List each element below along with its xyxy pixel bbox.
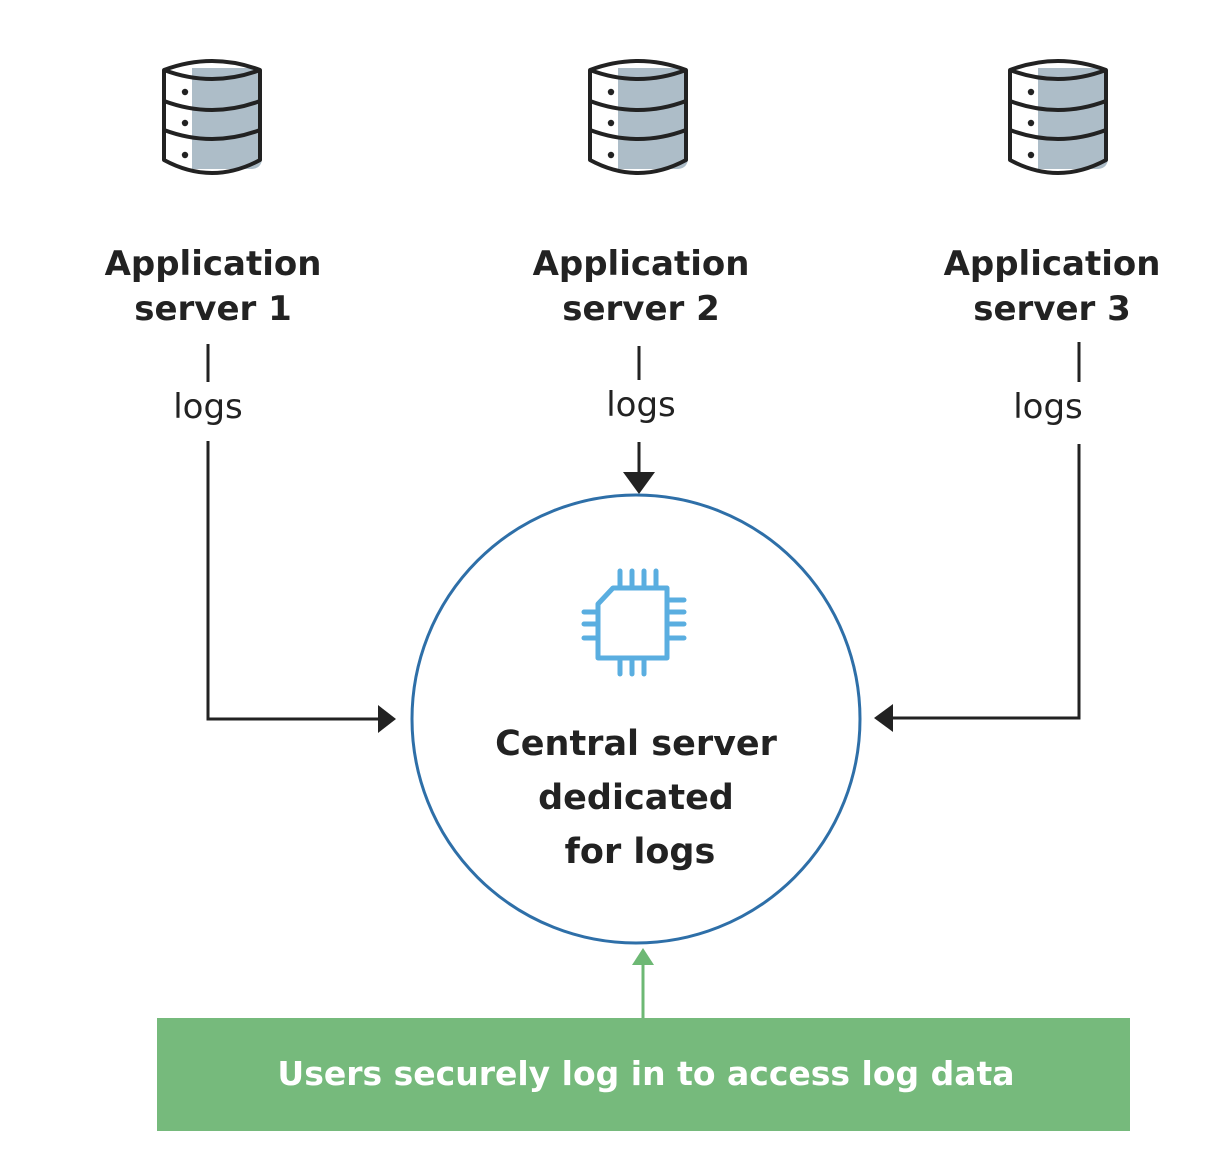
user-access-banner — [157, 1018, 1130, 1131]
server-2-title: Application — [533, 244, 750, 284]
connector-server-1 — [206, 344, 396, 733]
arrowhead-up — [632, 948, 654, 965]
edge-label-logs: logs — [606, 385, 676, 425]
connector-server-3 — [874, 342, 1081, 732]
user-access-arrow — [632, 948, 654, 1018]
arrowhead-left — [874, 704, 893, 732]
server-3-title: Application — [944, 244, 1161, 284]
server-1-title: Application — [105, 244, 322, 284]
central-server-label-line2: dedicated — [538, 778, 734, 818]
edge-label-logs: logs — [173, 387, 243, 427]
arrowhead-right — [378, 705, 396, 733]
database-server-icon — [588, 59, 690, 175]
user-access-banner-text: Users securely log in to access log data — [277, 1054, 1014, 1093]
edge-label-logs: logs — [1013, 387, 1083, 427]
central-server-label-line3: for logs — [565, 832, 716, 872]
database-server-icon — [1008, 59, 1110, 175]
server-2-subtitle: server 2 — [562, 289, 720, 329]
central-server-node — [410, 493, 862, 945]
connector-server-2 — [623, 346, 655, 494]
server-3-subtitle: server 3 — [973, 289, 1131, 329]
cpu-chip-icon — [581, 568, 687, 677]
server-1-subtitle: server 1 — [134, 289, 292, 329]
central-server-label-line1: Central server — [495, 724, 778, 764]
database-server-icon — [162, 59, 264, 175]
arrowhead-down — [623, 472, 655, 494]
